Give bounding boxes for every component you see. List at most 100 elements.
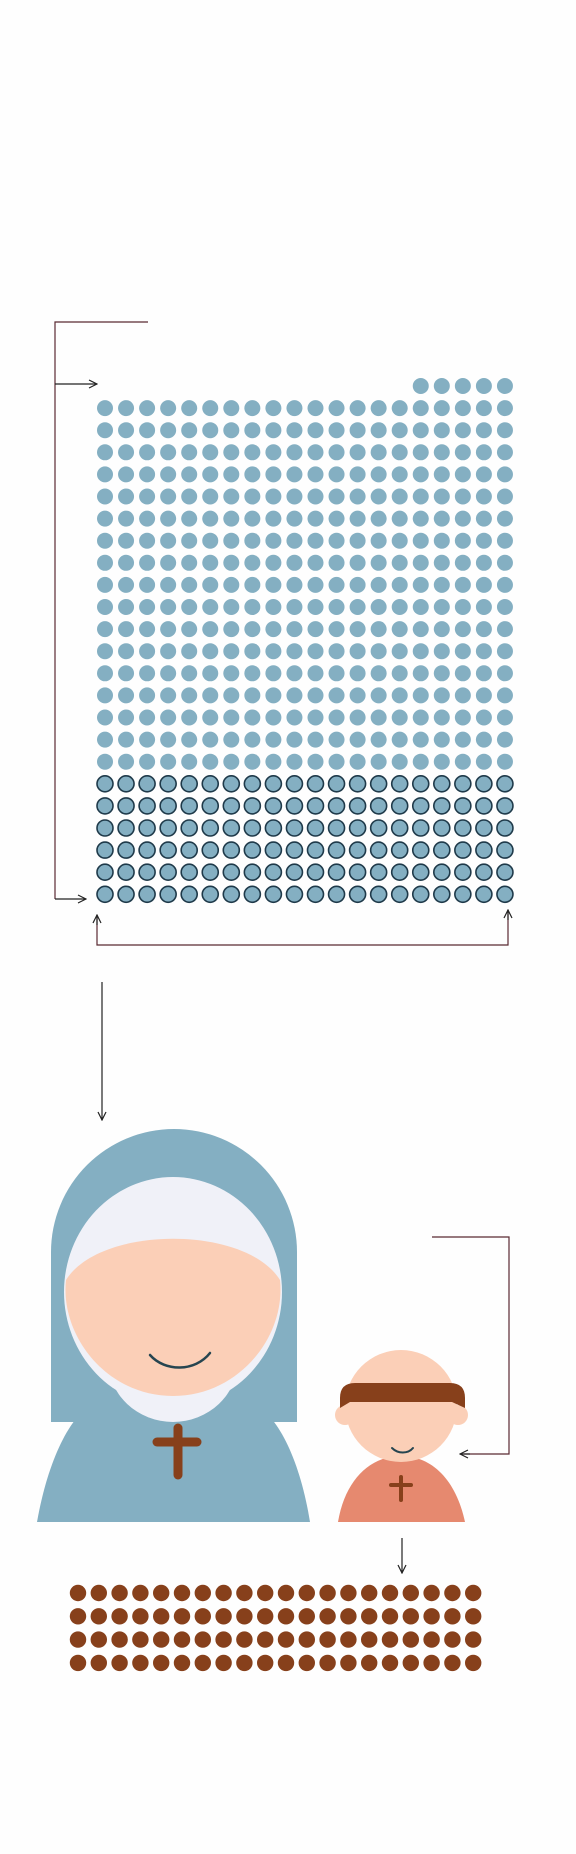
blue-dot-outlined: [138, 885, 156, 904]
blue-dot: [139, 488, 156, 505]
blue-dot: [307, 599, 324, 615]
blue-dot: [202, 687, 219, 704]
brown-dot: [381, 1608, 399, 1625]
blue-dot-outlined: [180, 774, 198, 793]
blue-dot: [307, 488, 324, 505]
blue-dot-outlined: [243, 819, 262, 837]
blue-dot-outlined: [96, 841, 114, 859]
blue-dot: [160, 599, 177, 615]
blue-dot: [97, 576, 113, 593]
blue-dot: [370, 665, 387, 682]
blue-dot: [223, 554, 240, 571]
blue-dot: [454, 709, 471, 726]
brown-dot: [298, 1631, 315, 1648]
blue-dot-outlined: [348, 819, 367, 837]
blue-dot: [202, 466, 219, 483]
brown-dot: [236, 1584, 253, 1602]
blue-dot: [391, 665, 408, 682]
blue-dot-outlined: [285, 797, 304, 815]
blue-dot: [412, 466, 429, 483]
blue-dot: [286, 554, 303, 571]
blue-dot: [496, 554, 513, 571]
blue-dot: [118, 621, 135, 638]
brown-dot: [444, 1584, 461, 1602]
blue-dot: [328, 488, 345, 505]
brown-dot: [90, 1584, 108, 1602]
blue-dot: [412, 599, 429, 615]
blue-dot: [496, 621, 513, 638]
blue-dot: [181, 510, 198, 527]
blue-dot: [433, 599, 450, 615]
blue-dot: [286, 488, 303, 505]
blue-dot: [265, 532, 282, 549]
blue-dot: [454, 444, 471, 461]
blue-dot: [286, 687, 303, 704]
brown-dot: [194, 1631, 211, 1648]
blue-dot: [391, 400, 408, 417]
blue-dot: [244, 422, 261, 439]
blue-dot-outlined: [327, 819, 346, 837]
blue-dot: [454, 422, 471, 439]
blue-dot-outlined: [264, 885, 283, 904]
blue-dot: [328, 422, 345, 439]
brown-dot: [215, 1608, 232, 1625]
blue-dot: [244, 444, 261, 461]
blue-dot: [475, 621, 492, 638]
blue-dot: [160, 532, 177, 549]
blue-dot-outlined: [306, 841, 325, 859]
blue-dot: [286, 510, 303, 527]
blue-dot: [223, 599, 240, 615]
blue-dot: [265, 576, 282, 593]
blue-dot: [97, 554, 113, 571]
blue-dot: [475, 576, 492, 593]
blue-dot: [286, 532, 303, 549]
blue-dot: [118, 576, 135, 593]
blue-dot: [412, 378, 429, 394]
blue-dot: [496, 400, 513, 417]
blue-dot: [433, 466, 450, 483]
nun-figure-icon: [37, 1129, 310, 1522]
blue-dot: [244, 709, 261, 726]
brown-dot: [465, 1584, 482, 1602]
blue-dot: [370, 643, 387, 660]
brown-dot: [173, 1631, 191, 1648]
blue-dot: [139, 665, 156, 682]
blue-dot-outlined: [411, 819, 430, 837]
brown-dot: [340, 1654, 357, 1672]
blue-dot: [475, 422, 492, 439]
blue-dot: [118, 599, 135, 615]
blue-dot-outlined: [180, 819, 198, 837]
blue-dot: [181, 753, 198, 770]
blue-dot: [412, 753, 429, 770]
blue-dot: [328, 621, 345, 638]
blue-dot: [160, 753, 177, 770]
blue-dot: [433, 510, 450, 527]
blue-dot-outlined: [411, 797, 430, 815]
blue-dot: [412, 510, 429, 527]
blue-dot: [496, 665, 513, 682]
blue-dot-outlined: [496, 885, 514, 904]
blue-dot-outlined: [117, 797, 135, 815]
brown-dot: [236, 1654, 253, 1672]
blue-dot: [202, 599, 219, 615]
blue-dot: [475, 709, 492, 726]
brown-dot: [402, 1654, 419, 1672]
blue-dot-outlined: [475, 863, 493, 882]
blue-dot: [496, 532, 513, 549]
blue-dot: [307, 510, 324, 527]
child-cross-icon: [389, 1475, 413, 1502]
blue-dot: [370, 554, 387, 571]
blue-dot: [391, 599, 408, 615]
blue-dot: [454, 621, 471, 638]
right-bracket-connector: [432, 1236, 510, 1454]
brown-dot: [277, 1654, 295, 1672]
blue-dot: [265, 643, 282, 660]
brown-dot: [194, 1608, 211, 1625]
blue-dot: [286, 422, 303, 439]
blue-dot: [412, 731, 429, 748]
brown-dot: [69, 1608, 87, 1625]
blue-dot: [244, 400, 261, 417]
blue-dot-outlined: [243, 841, 262, 859]
blue-dot: [118, 687, 135, 704]
blue-dot: [412, 643, 429, 660]
